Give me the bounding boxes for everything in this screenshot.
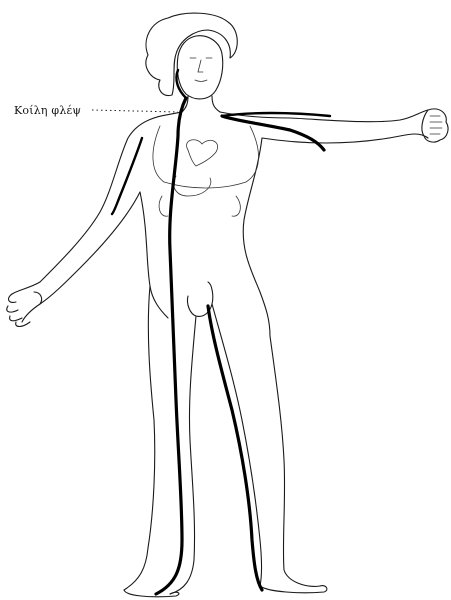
vena-cava bbox=[156, 98, 186, 594]
vena-cava-right-leg bbox=[208, 306, 262, 590]
right-leg-outer bbox=[270, 336, 320, 586]
left-arm-inner bbox=[22, 192, 140, 322]
left-foot bbox=[124, 590, 179, 597]
hair-outline bbox=[146, 13, 237, 95]
arm-vein-right bbox=[222, 113, 330, 116]
nose bbox=[198, 60, 203, 72]
neck-vein bbox=[176, 70, 186, 98]
rib-cage bbox=[153, 126, 259, 188]
left-leg-outer bbox=[124, 286, 155, 590]
mouth bbox=[195, 80, 207, 82]
torso-outline bbox=[12, 110, 428, 294]
right-arm-inner bbox=[262, 134, 428, 143]
left-hand bbox=[7, 292, 42, 327]
right-fingers bbox=[430, 116, 442, 134]
right-leg-inner bbox=[212, 304, 262, 586]
vena-cava-label: Κοίλη φλέψ bbox=[14, 104, 81, 117]
vena-cava-right-branch bbox=[222, 116, 324, 150]
vena-cava-left-arm bbox=[112, 138, 142, 214]
right-flank bbox=[243, 138, 270, 336]
face-outline bbox=[177, 36, 222, 99]
left-flank bbox=[140, 192, 168, 318]
label-leader-line bbox=[92, 110, 178, 112]
heart bbox=[187, 140, 218, 166]
